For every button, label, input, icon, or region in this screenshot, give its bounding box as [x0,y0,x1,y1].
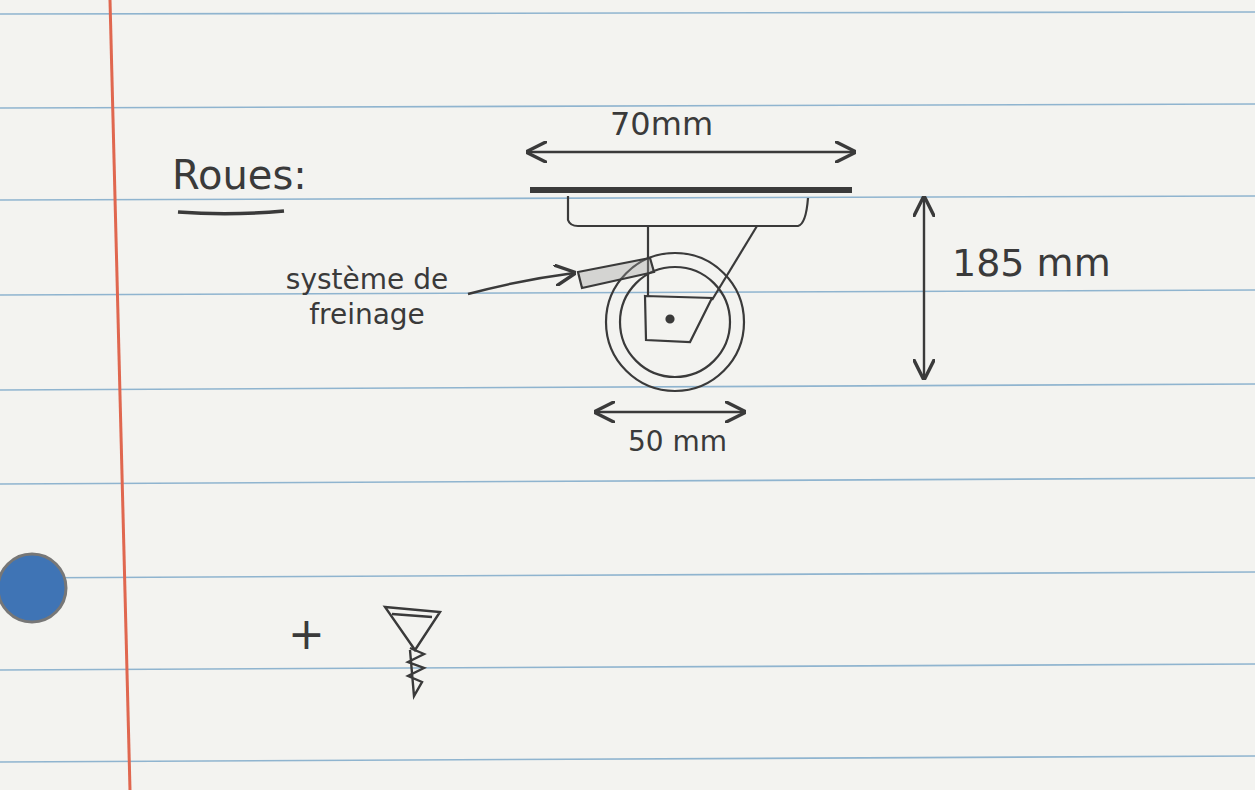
margin-line [110,0,130,790]
page-title: Roues: [172,150,307,200]
punch-hole [0,554,66,622]
dimension-label: 70mm [610,104,713,144]
screw-icon [385,607,440,696]
caster-wheel [530,190,852,391]
dimension-arrows [468,152,924,412]
part-label: système de freinage [272,262,462,332]
title-underline [178,211,284,214]
plus-sign: + [288,606,325,661]
dimension-label: 50 mm [628,424,727,459]
ruled-lines [0,12,1255,762]
dimension-label: 185 mm [952,240,1111,288]
